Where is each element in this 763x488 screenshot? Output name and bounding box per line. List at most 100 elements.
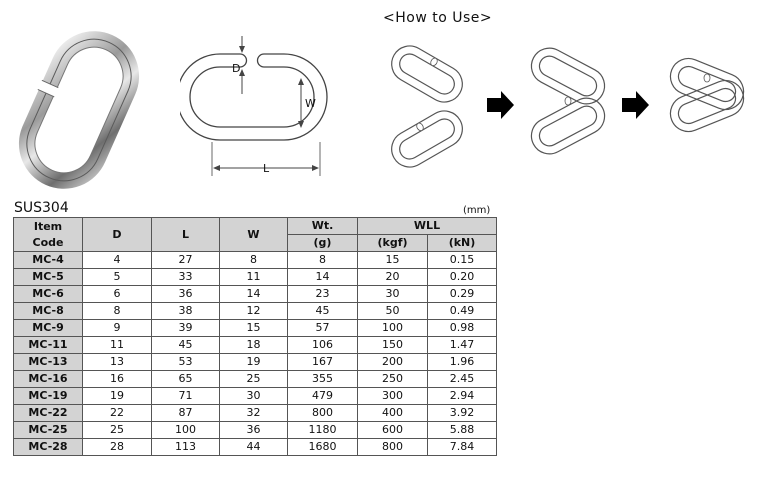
- table-row: MC-9 9 39 15 57 100 0.98: [13, 319, 497, 337]
- cell-d: 8: [82, 302, 152, 320]
- table-row: MC-4 4 27 8 8 15 0.15: [13, 251, 497, 269]
- cell-d: 9: [82, 319, 152, 337]
- cell-kn: 2.94: [427, 387, 497, 405]
- cell-d: 25: [82, 421, 152, 439]
- header-kgf: (kgf): [357, 234, 428, 252]
- cell-l: 27: [151, 251, 220, 269]
- header-item-line1: Item: [33, 219, 63, 233]
- product-photo: [18, 31, 140, 189]
- table-row: MC-16 16 65 25 355 250 2.45: [13, 370, 497, 388]
- table-row: MC-25 25 100 36 1180 600 5.88: [13, 421, 497, 439]
- cell-kgf: 600: [357, 421, 428, 439]
- cell-code: MC-6: [13, 285, 83, 303]
- cell-w: 25: [219, 370, 288, 388]
- header-wt-unit: (g): [287, 234, 358, 252]
- header-item-line2: Code: [32, 235, 64, 249]
- header-d: D: [82, 217, 152, 252]
- cell-d: 28: [82, 438, 152, 456]
- cell-wt: 14: [287, 268, 358, 286]
- table-row: MC-5 5 33 11 14 20 0.20: [13, 268, 497, 286]
- header-w: W: [219, 217, 288, 252]
- cell-kn: 7.84: [427, 438, 497, 456]
- cell-w: 18: [219, 336, 288, 354]
- cell-kgf: 400: [357, 404, 428, 422]
- cell-kn: 0.15: [427, 251, 497, 269]
- cell-d: 22: [82, 404, 152, 422]
- cell-wt: 355: [287, 370, 358, 388]
- cell-l: 33: [151, 268, 220, 286]
- cell-kn: 1.47: [427, 336, 497, 354]
- cell-kn: 0.49: [427, 302, 497, 320]
- how-to-use-title: <How to Use>: [383, 10, 493, 26]
- cell-wt: 8: [287, 251, 358, 269]
- table-row: MC-28 28 113 44 1680 800 7.84: [13, 438, 497, 456]
- cell-w: 36: [219, 421, 288, 439]
- cell-kgf: 50: [357, 302, 428, 320]
- table-row: MC-13 13 53 19 167 200 1.96: [13, 353, 497, 371]
- cell-l: 38: [151, 302, 220, 320]
- table-row: MC-22 22 87 32 800 400 3.92: [13, 404, 497, 422]
- cell-wt: 57: [287, 319, 358, 337]
- cell-d: 4: [82, 251, 152, 269]
- cell-code: MC-8: [13, 302, 83, 320]
- cell-kgf: 30: [357, 285, 428, 303]
- cell-code: MC-19: [13, 387, 83, 405]
- cell-w: 30: [219, 387, 288, 405]
- cell-wt: 800: [287, 404, 358, 422]
- cell-w: 11: [219, 268, 288, 286]
- header-item-code: Item Code: [13, 217, 83, 252]
- table-row: MC-11 11 45 18 106 150 1.47: [13, 336, 497, 354]
- cell-wt: 23: [287, 285, 358, 303]
- cell-kn: 2.45: [427, 370, 497, 388]
- header-row: Item Code D L W Wt. WLL: [13, 217, 497, 252]
- cell-kn: 0.98: [427, 319, 497, 337]
- label-l: L: [263, 162, 270, 175]
- cell-w: 8: [219, 251, 288, 269]
- cell-kn: 5.88: [427, 421, 497, 439]
- cell-l: 71: [151, 387, 220, 405]
- cell-l: 65: [151, 370, 220, 388]
- cell-kgf: 100: [357, 319, 428, 337]
- material-label: SUS304: [14, 200, 69, 216]
- cell-code: MC-28: [13, 438, 83, 456]
- cell-w: 44: [219, 438, 288, 456]
- cell-code: MC-9: [13, 319, 83, 337]
- cell-kgf: 800: [357, 438, 428, 456]
- cell-wt: 1680: [287, 438, 358, 456]
- cell-d: 6: [82, 285, 152, 303]
- cell-code: MC-4: [13, 251, 83, 269]
- cell-w: 14: [219, 285, 288, 303]
- cell-d: 13: [82, 353, 152, 371]
- cell-l: 53: [151, 353, 220, 371]
- cell-kn: 1.96: [427, 353, 497, 371]
- table-row: MC-19 19 71 30 479 300 2.94: [13, 387, 497, 405]
- cell-l: 39: [151, 319, 220, 337]
- cell-w: 19: [219, 353, 288, 371]
- cell-wt: 45: [287, 302, 358, 320]
- dimension-diagram: D W L: [180, 36, 328, 176]
- cell-code: MC-11: [13, 336, 83, 354]
- cell-l: 113: [151, 438, 220, 456]
- step2-illustration: [530, 47, 606, 155]
- cell-kgf: 150: [357, 336, 428, 354]
- spec-table: Item Code D L W Wt. WLL (g) (kgf) (kN) M…: [13, 217, 497, 456]
- cell-code: MC-22: [13, 404, 83, 422]
- cell-w: 15: [219, 319, 288, 337]
- cell-code: MC-25: [13, 421, 83, 439]
- unit-label: (mm): [463, 205, 491, 216]
- cell-d: 19: [82, 387, 152, 405]
- cell-wt: 106: [287, 336, 358, 354]
- cell-d: 16: [82, 370, 152, 388]
- cell-kn: 3.92: [427, 404, 497, 422]
- step3-illustration: [669, 57, 745, 133]
- arrow-right-icon: [622, 91, 649, 119]
- header-wt: Wt.: [287, 217, 358, 235]
- cell-kgf: 200: [357, 353, 428, 371]
- label-w: W: [305, 97, 316, 110]
- cell-w: 32: [219, 404, 288, 422]
- cell-wt: 479: [287, 387, 358, 405]
- cell-kgf: 250: [357, 370, 428, 388]
- cell-kn: 0.20: [427, 268, 497, 286]
- header-wll: WLL: [357, 217, 497, 235]
- cell-d: 11: [82, 336, 152, 354]
